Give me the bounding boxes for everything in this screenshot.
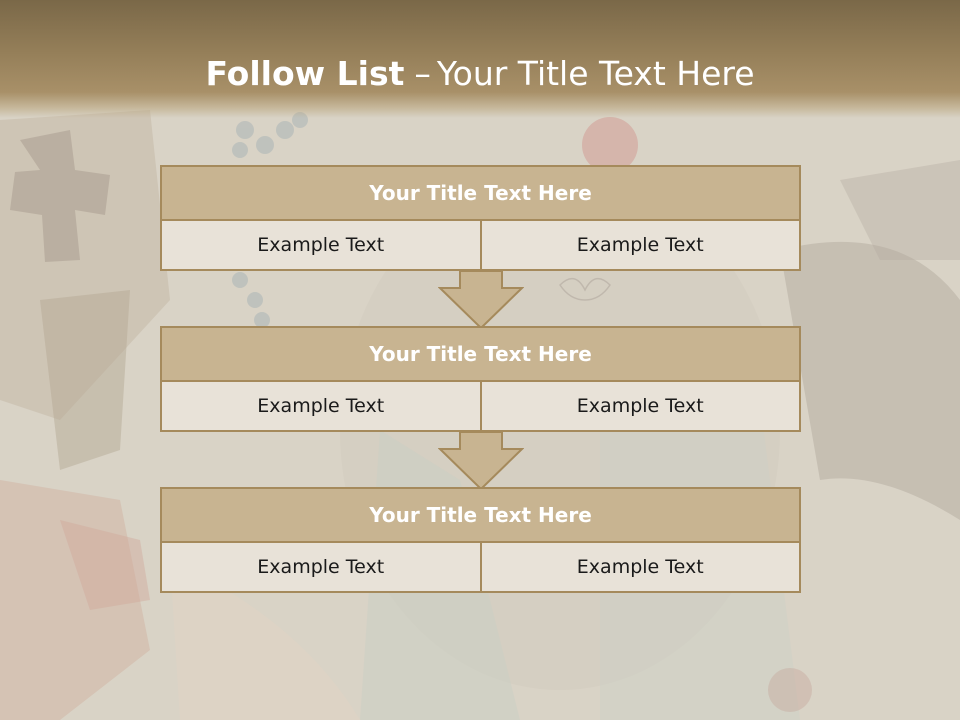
slide-title-bold: Follow List <box>205 54 405 93</box>
list-block-1: Your Title Text Here Example Text Exampl… <box>160 165 801 271</box>
down-arrow-icon <box>438 431 524 491</box>
block-row: Example Text Example Text <box>160 382 801 432</box>
block-cell-left: Example Text <box>257 234 385 256</box>
block-cell-right: Example Text <box>479 221 800 269</box>
block-title: Your Title Text Here <box>160 326 801 382</box>
block-cell-right: Example Text <box>479 382 800 430</box>
list-block-2: Your Title Text Here Example Text Exampl… <box>160 326 801 432</box>
block-title: Your Title Text Here <box>160 487 801 543</box>
list-block-3: Your Title Text Here Example Text Exampl… <box>160 487 801 593</box>
block-row: Example Text Example Text <box>160 543 801 593</box>
block-row: Example Text Example Text <box>160 221 801 271</box>
block-cell-right: Example Text <box>479 543 800 591</box>
block-cell-left: Example Text <box>257 395 385 417</box>
block-title: Your Title Text Here <box>160 165 801 221</box>
down-arrow-icon <box>438 270 524 330</box>
slide-title-rest: Your Title Text Here <box>436 54 755 93</box>
title-bar <box>0 0 960 118</box>
slide-title-dash: – <box>414 54 431 93</box>
block-cell-left: Example Text <box>257 556 385 578</box>
slide-title: Follow List–Your Title Text Here <box>0 54 960 93</box>
